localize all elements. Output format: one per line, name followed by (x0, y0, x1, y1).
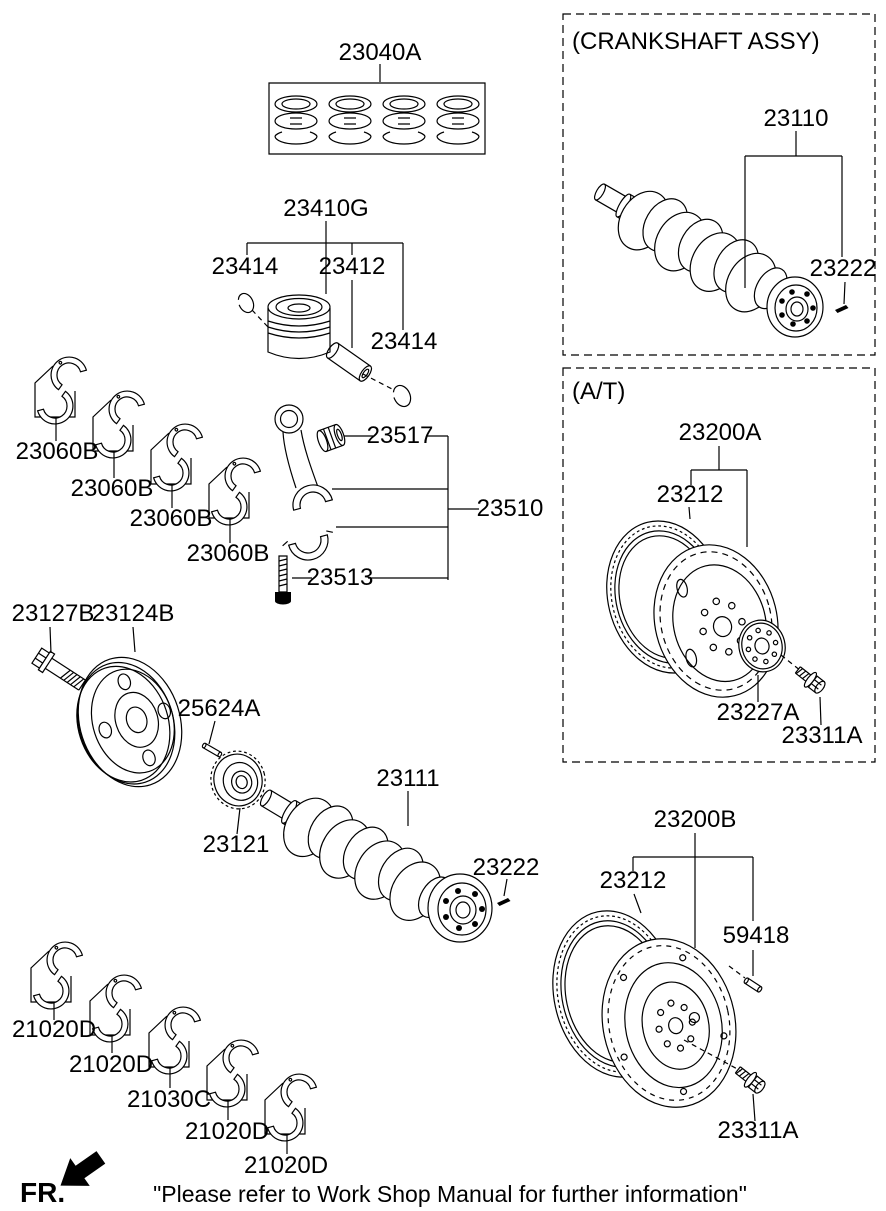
flywheel-bolt-drawing (731, 1062, 769, 1098)
crankshaft-assy-box (563, 14, 875, 355)
part-label-pulley-bolt: 23127B (11, 600, 95, 627)
part-label-sprocket-pin: 25624A (177, 695, 261, 722)
at-box-title: (A/T) (572, 378, 626, 405)
part-label-flywheel-bolt-at: 23311A (781, 722, 863, 749)
part-label-crankshaft: 23111 (376, 765, 440, 792)
woodruff-key-assy-drawing (835, 305, 849, 313)
pulley-bolt-drawing (31, 646, 88, 694)
crankshaft-sprocket-drawing (204, 745, 271, 815)
woodruff-key-drawing (497, 898, 511, 906)
crankshaft-assy-box-title: (CRANKSHAFT ASSY) (572, 28, 820, 55)
snap-ring-right-drawing (390, 383, 414, 410)
part-label-piston-ring-set: 23040A (338, 39, 422, 66)
crankshaft-drawing (244, 768, 492, 942)
leader-lines (50, 64, 845, 1154)
at-box (563, 368, 875, 762)
part-label-ring-gear-fw: 23212 (599, 867, 667, 894)
part-label-crankshaft-assy: 23110 (763, 105, 829, 132)
drive-plate-drawing (591, 508, 829, 710)
part-label-drive-plate-assy: 23200A (678, 419, 762, 446)
crankshaft-pulley-drawing (60, 644, 198, 801)
adapter-plate-drawing (733, 615, 790, 677)
part-label-dowel-pin: 59418 (722, 922, 790, 949)
part-label-adapter-plate: 23227A (716, 699, 800, 726)
part-label-conrod-bearing-2: 23060B (70, 475, 154, 502)
conrod-bolt-drawing (275, 556, 291, 605)
part-label-woodruff-key-assy: 23222 (809, 255, 877, 282)
flywheel-drawing (538, 899, 769, 1120)
part-label-crankshaft-pulley: 23124B (91, 600, 175, 627)
part-label-crankshaft-sprocket: 23121 (202, 831, 270, 858)
part-label-piston-sub-assy: 23410G (283, 195, 369, 222)
connecting-rod-drawing (275, 405, 338, 566)
fr-direction-arrow-icon (60, 1151, 106, 1186)
conrod-bushing-drawing (315, 423, 347, 453)
piston-ring-set-drawing (269, 83, 485, 154)
footer-note: "Please refer to Work Shop Manual for fu… (153, 1181, 747, 1207)
dowel-pin-drawing (743, 977, 762, 992)
fr-label: FR. (20, 1177, 66, 1208)
part-label-woodruff-key: 23222 (472, 854, 540, 881)
crankshaft-assy-drawing (579, 161, 849, 337)
part-label-conrod-bearing-4: 23060B (186, 540, 270, 567)
part-label-conrod-bushing: 23517 (366, 422, 434, 449)
part-label-ring-gear-at: 23212 (656, 481, 724, 508)
part-label-main-bearing-1: 21020D (11, 1016, 97, 1043)
piston-pin-drawing (324, 341, 374, 383)
part-label-center-bearing: 21030C (126, 1086, 212, 1113)
part-label-conrod-bolt: 23513 (306, 564, 374, 591)
part-label-main-bearing-5: 21020D (243, 1152, 329, 1179)
part-label-piston-pin: 23412 (318, 253, 386, 280)
part-label-snap-ring-right: 23414 (370, 328, 438, 355)
piston-drawing (268, 295, 330, 359)
part-label-flywheel-bolt-fw: 23311A (717, 1117, 799, 1144)
sprocket-pin-drawing (202, 743, 223, 758)
snap-ring-left-drawing (235, 291, 256, 315)
part-label-main-bearing-2: 21020D (68, 1051, 154, 1078)
part-label-snap-ring-left: 23414 (211, 253, 279, 280)
part-label-main-bearing-4: 21020D (184, 1118, 270, 1145)
part-label-conrod-bearing-3: 23060B (129, 505, 213, 532)
part-label-flywheel-assy: 23200B (653, 806, 737, 833)
part-label-conrod-assy: 23510 (476, 495, 544, 522)
part-label-conrod-bearing-1: 23060B (15, 438, 99, 465)
